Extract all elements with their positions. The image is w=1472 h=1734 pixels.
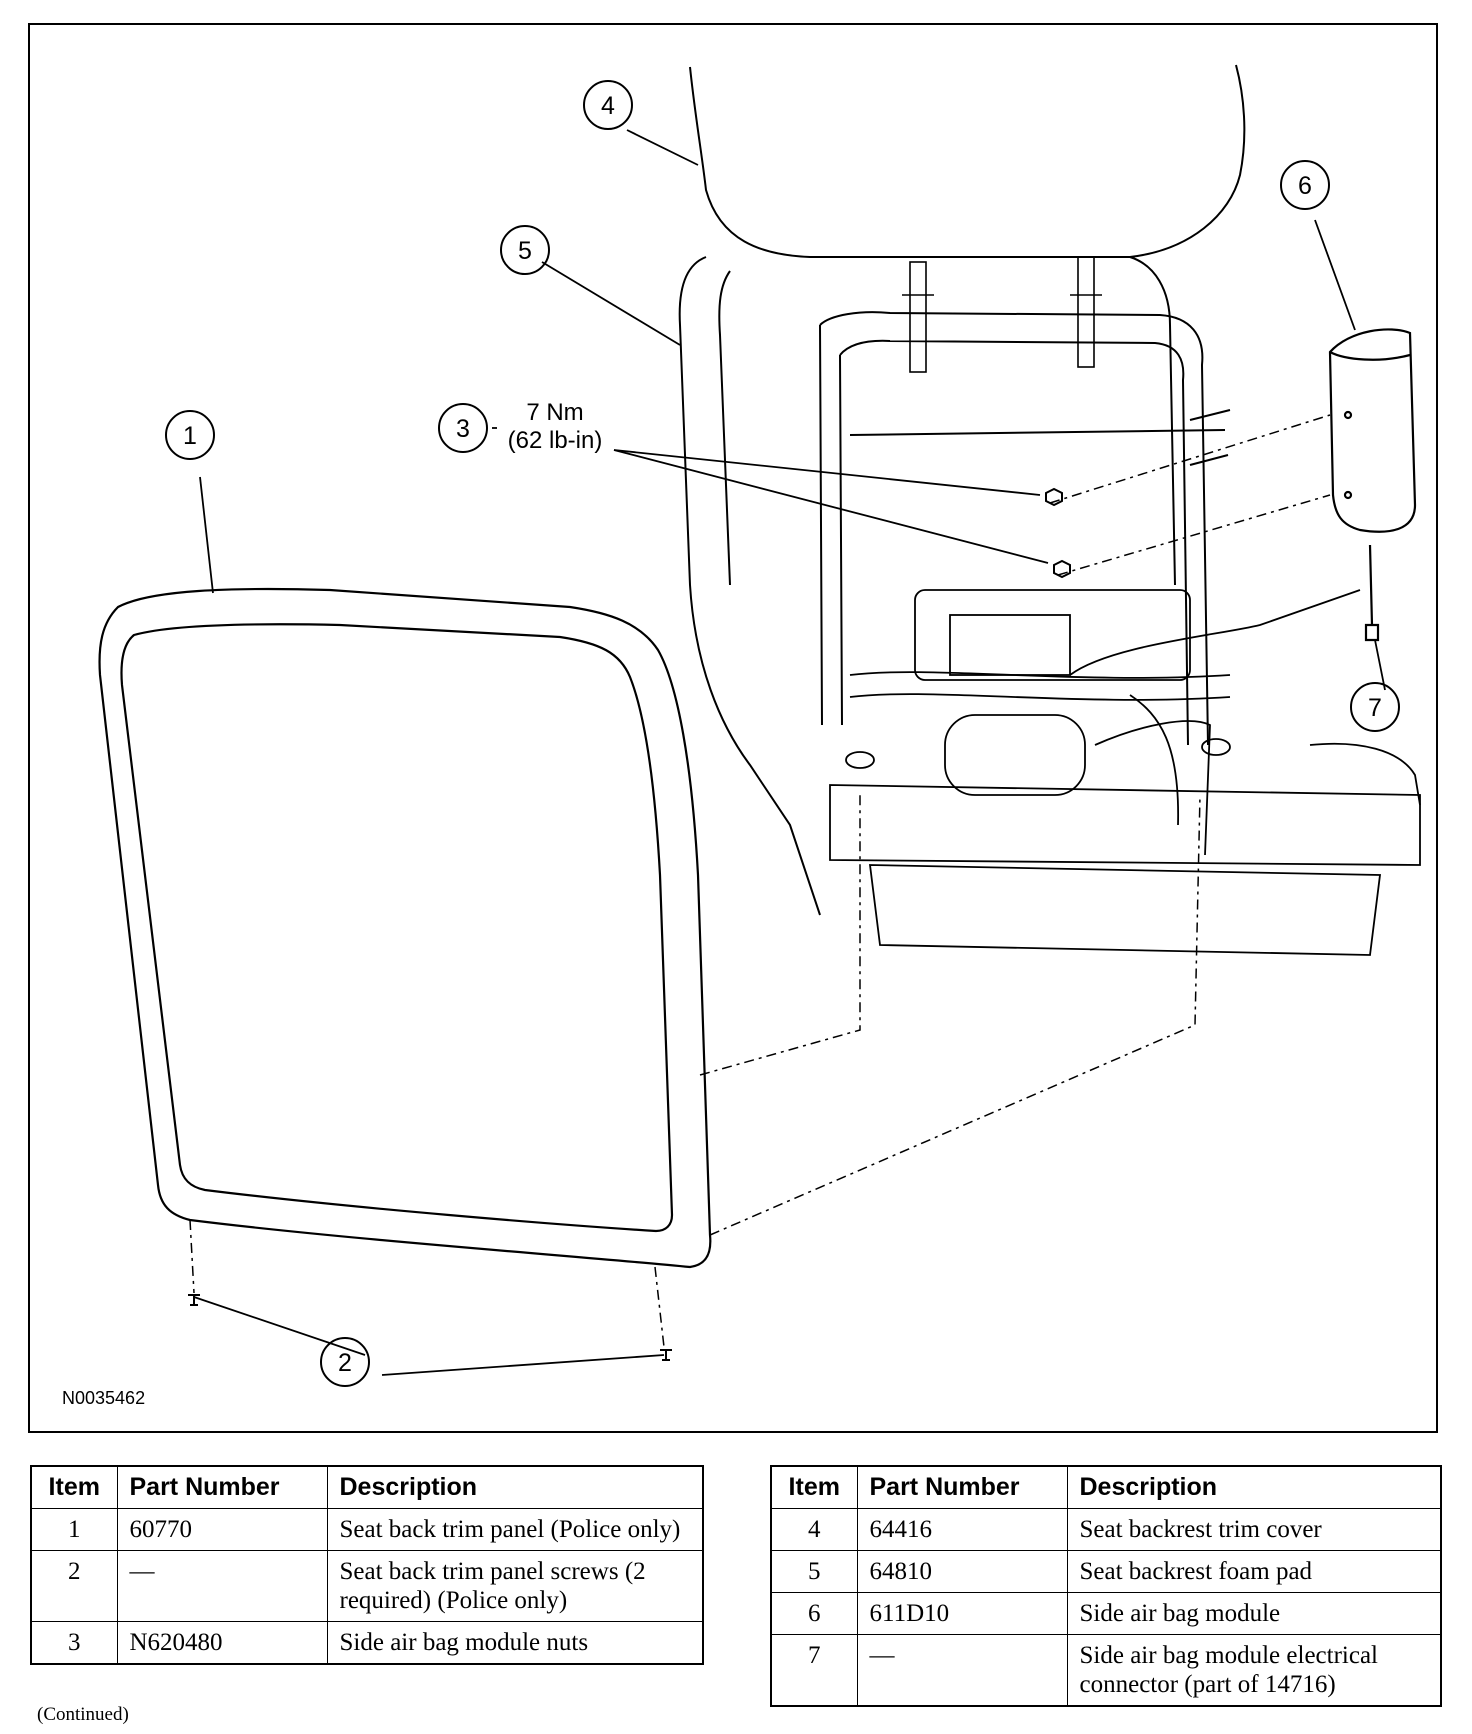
callout-7-label: 7 <box>1368 694 1382 722</box>
cell-item: 4 <box>770 1508 858 1551</box>
column-header-description: Description <box>1066 1465 1442 1509</box>
cell-description: Side air bag module <box>1066 1592 1442 1635</box>
leader-lines <box>193 129 1386 1376</box>
callout-4-label: 4 <box>601 92 615 120</box>
cell-description: Seat back trim panel (Police only) <box>326 1508 704 1551</box>
parts-table-right: Item Part Number Description 4 64416 Sea… <box>770 1465 1442 1707</box>
trim-panel-screws <box>188 1294 672 1361</box>
cell-part-number: 64416 <box>856 1508 1068 1551</box>
table-row: 7 — Side air bag module electrical conne… <box>770 1634 1442 1707</box>
cell-part-number: — <box>116 1550 328 1622</box>
cell-part-number: — <box>856 1634 1068 1707</box>
headrest-outline <box>689 64 1246 258</box>
cell-description: Side air bag module nuts <box>326 1621 704 1665</box>
cell-part-number: N620480 <box>116 1621 328 1665</box>
cell-description: Side air bag module electrical connector… <box>1066 1634 1442 1707</box>
column-header-item: Item <box>30 1465 118 1509</box>
column-header-part-number: Part Number <box>116 1465 328 1509</box>
air-bag-module-nuts <box>1045 487 1071 579</box>
torque-spec-lbin: (62 lb-in) <box>508 427 603 454</box>
cell-item: 2 <box>30 1550 118 1622</box>
continued-note: (Continued) <box>37 1704 129 1725</box>
cell-description: Seat back trim panel screws (2 required)… <box>326 1550 704 1622</box>
table-header-row: Item Part Number Description <box>770 1465 1442 1509</box>
seat-back-trim-panel <box>98 587 712 1269</box>
table-row: 4 64416 Seat backrest trim cover <box>770 1508 1442 1551</box>
cell-item: 3 <box>30 1621 118 1665</box>
cell-part-number: 64810 <box>856 1550 1068 1593</box>
column-header-item: Item <box>770 1465 858 1509</box>
seat-frame <box>819 311 1231 746</box>
callout-2-label: 2 <box>338 1349 352 1377</box>
exploded-view-figure: 4 5 1 3 6 7 2 7 Nm (62 lb-in) N0035462 <box>28 23 1438 1433</box>
table-row: 6 611D10 Side air bag module <box>770 1592 1442 1635</box>
column-header-description: Description <box>326 1465 704 1509</box>
table-row: 1 60770 Seat back trim panel (Police onl… <box>30 1508 704 1551</box>
table-header-row: Item Part Number Description <box>30 1465 704 1509</box>
table-row: 5 64810 Seat backrest foam pad <box>770 1550 1442 1593</box>
table-row: 2 — Seat back trim panel screws (2 requi… <box>30 1550 704 1622</box>
callout-6-label: 6 <box>1298 172 1312 200</box>
callout-5-label: 5 <box>518 237 532 265</box>
table-row: 3 N620480 Side air bag module nuts <box>30 1621 704 1665</box>
headrest-posts <box>902 256 1102 373</box>
column-header-part-number: Part Number <box>856 1465 1068 1509</box>
cell-part-number: 611D10 <box>856 1592 1068 1635</box>
torque-spec-nm: 7 Nm <box>526 399 583 426</box>
callout-labels: 4 5 1 3 6 7 2 <box>183 92 1382 1377</box>
seat-mechanism <box>829 589 1421 956</box>
backrest-outline <box>678 256 1176 916</box>
cell-item: 5 <box>770 1550 858 1593</box>
cell-item: 1 <box>30 1508 118 1551</box>
diagram-drawing: 4 5 1 3 6 7 2 7 Nm (62 lb-in) N0035462 <box>62 64 1421 1408</box>
figure-id: N0035462 <box>62 1388 145 1408</box>
cell-item: 7 <box>770 1634 858 1707</box>
side-air-bag-module <box>1328 328 1417 642</box>
cell-item: 6 <box>770 1592 858 1635</box>
cell-description: Seat backrest foam pad <box>1066 1550 1442 1593</box>
callout-3-label: 3 <box>456 415 470 443</box>
alignment-lines <box>189 414 1331 1348</box>
callout-circles <box>165 80 1400 1387</box>
callout-1-label: 1 <box>183 422 197 450</box>
cell-part-number: 60770 <box>116 1508 328 1551</box>
parts-table-left: Item Part Number Description 1 60770 Sea… <box>30 1465 704 1665</box>
torque-spec: 7 Nm (62 lb-in) <box>508 399 603 454</box>
cell-description: Seat backrest trim cover <box>1066 1508 1442 1551</box>
